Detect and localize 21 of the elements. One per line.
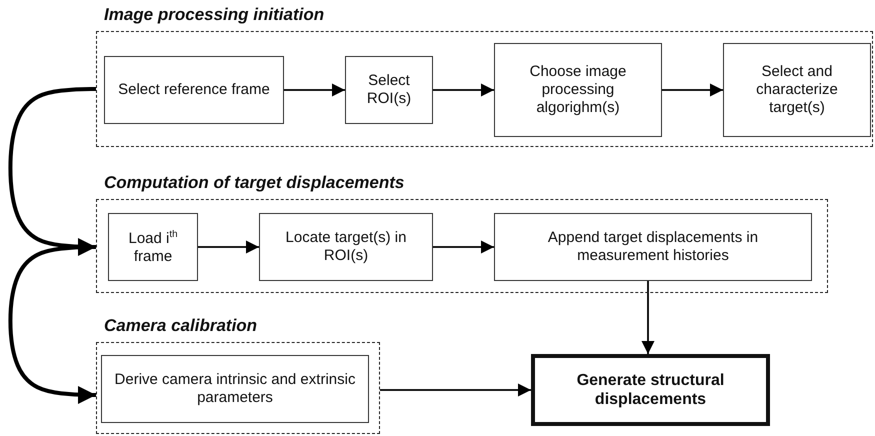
arrow <box>433 84 494 96</box>
group-title: Image processing initiation <box>104 5 324 25</box>
curved-arrow <box>8 245 96 404</box>
process-box: Load i$^{th}$ frame <box>108 213 198 281</box>
arrow <box>433 240 494 254</box>
process-box: Select ROI(s) <box>345 56 433 124</box>
process-box: Choose image processing algorighm(s) <box>494 43 662 137</box>
arrow <box>380 384 531 396</box>
arrow <box>642 281 654 354</box>
process-box: Select reference frame <box>104 56 284 124</box>
process-box: Append target displacements in measurement histories <box>494 213 812 281</box>
output-box: Generate structural displacements <box>531 354 770 426</box>
process-box: Derive camera intrinsic and extrinsic parameters <box>101 355 369 423</box>
process-box: Select and characterize target(s) <box>723 43 871 137</box>
curved-arrow <box>8 87 96 256</box>
arrow <box>662 84 723 96</box>
group-title: Camera calibration <box>104 316 258 336</box>
group-title: Computation of target displacements <box>104 173 404 193</box>
arrow <box>198 240 259 254</box>
arrow <box>284 84 345 96</box>
process-box: Locate target(s) in ROI(s) <box>259 213 433 281</box>
